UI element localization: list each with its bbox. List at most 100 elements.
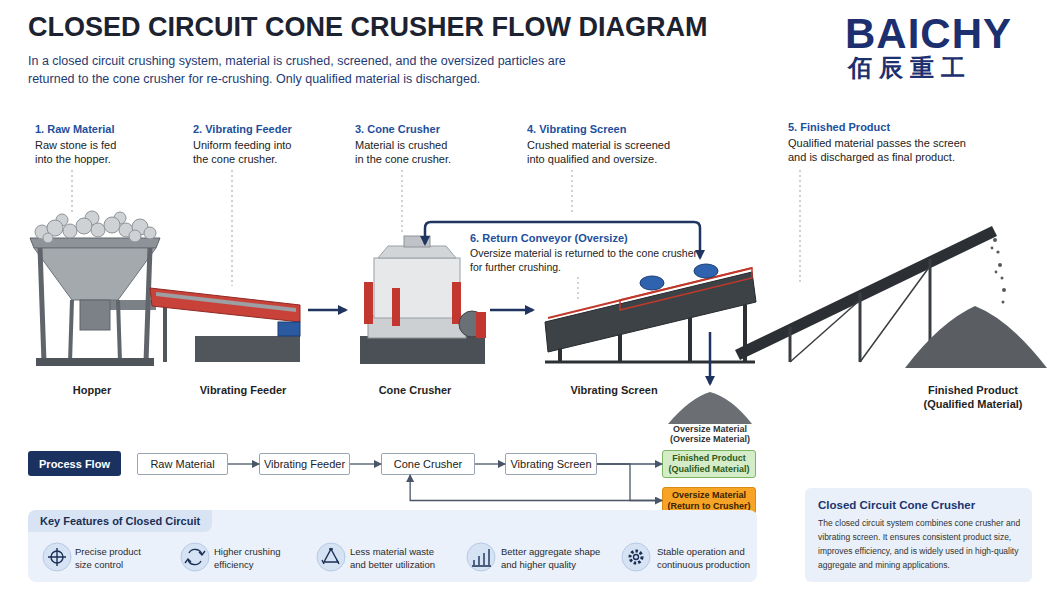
cycle-icon (185, 551, 205, 563)
conveyor-brace (790, 300, 860, 362)
finished-pile (905, 306, 1047, 368)
leader-line (232, 170, 233, 286)
flow-connector (410, 475, 662, 501)
step-description: Material is crushed in the cone crusher. (355, 138, 455, 166)
icon-circle (181, 543, 209, 571)
target-icon (51, 551, 63, 563)
process-label: Vibrating Screen (510, 458, 591, 470)
falling-particle (995, 271, 998, 274)
step-description: Oversize material is returned to the con… (470, 246, 710, 274)
screen-rail (548, 268, 752, 318)
screen-railing (620, 268, 752, 310)
step-heading: 6. Return Conveyor (Oversize) (470, 231, 720, 245)
crusher-cylinder (452, 282, 461, 324)
brand-logo: BAICHY (845, 12, 1020, 56)
feeder-frame (195, 336, 300, 362)
oversize-pile (668, 392, 752, 424)
falling-particle (1002, 301, 1005, 304)
flow-connector (475, 463, 505, 464)
feeder-trough (150, 288, 300, 322)
crusher-cylinder (364, 282, 373, 324)
flow-connector (350, 463, 381, 464)
flow-arrow (308, 309, 346, 312)
step-heading: 1. Raw Material (35, 122, 165, 136)
section-tag-text: Process Flow (39, 458, 110, 470)
rock (76, 218, 92, 234)
equipment-name: Vibrating Feeder (183, 383, 303, 397)
hopper-leg (40, 248, 44, 362)
crusher-guard (476, 312, 486, 338)
diagram-caption: In a closed circuit crushing system, mat… (28, 52, 583, 88)
crusher-lower (368, 316, 466, 338)
flow-connector (597, 464, 662, 501)
feature-text: Higher crushing efficiency (214, 545, 294, 571)
feature-text: Less material waste and better utilizati… (350, 545, 450, 571)
feeder-deck (156, 292, 296, 312)
crusher-body (374, 258, 460, 318)
info-heading: Closed Circuit Cone Crusher (818, 498, 1023, 512)
hopper-leg (70, 300, 72, 362)
feature-text: Better aggregate shape and higher qualit… (501, 545, 606, 571)
screen-base (545, 361, 755, 364)
output-box: Finished Product (Qualified Material) (662, 450, 756, 478)
conveyor-brace (860, 266, 930, 362)
icon-circle (317, 543, 345, 571)
section-tag: Process Flow (28, 451, 121, 476)
feature-text: Stable operation and continuous producti… (657, 545, 757, 571)
process-box: Cone Crusher (381, 453, 475, 475)
rock (43, 233, 53, 243)
brand-logo-cn: 佰辰重工 (848, 54, 1018, 82)
hopper-outlet (80, 300, 110, 330)
screen-motor (694, 264, 718, 278)
hopper-base (36, 358, 154, 366)
gear-icon (634, 555, 639, 560)
icon-circle (43, 543, 71, 571)
crusher-cylinder (392, 288, 400, 326)
process-label: Raw Material (150, 458, 214, 470)
hopper-leg (146, 248, 150, 362)
cycle-icon (188, 549, 202, 564)
diagram-title: CLOSED CIRCUIT CONE CRUSHER FLOW DIAGRAM (28, 11, 707, 43)
feeder-leg (163, 306, 167, 362)
rock (144, 227, 156, 239)
step-description: Raw stone is fed into the hopper. (35, 138, 135, 166)
leader-line (800, 170, 801, 282)
falling-particle (1002, 288, 1006, 292)
step-heading: 3. Cone Crusher (355, 122, 495, 136)
feeder-motor (278, 322, 300, 336)
oversize-arrow (709, 332, 712, 384)
chart-icon (472, 549, 491, 566)
output-label: Finished Product (Qualified Material) (666, 453, 752, 475)
step-heading: 5. Finished Product (788, 120, 978, 134)
hopper-leg (118, 300, 120, 362)
recycle-icon (322, 549, 339, 564)
target-icon (48, 548, 66, 566)
return-arrow (425, 222, 700, 258)
crusher-base (360, 336, 485, 364)
flow-connector (597, 463, 662, 464)
process-label: Cone Crusher (394, 458, 462, 470)
equipment-name: Cone Crusher (355, 383, 475, 397)
step-description: Crushed material is screened into qualif… (527, 138, 677, 166)
icon-circle (467, 543, 495, 571)
flow-arrow (490, 309, 533, 312)
process-box: Raw Material (137, 453, 228, 475)
leader-line (572, 170, 573, 212)
falling-particle (991, 247, 994, 250)
conveyor-support (789, 327, 792, 362)
return-label: Oversize Material (Return to Crusher) (666, 490, 752, 512)
screen-leg (618, 334, 622, 362)
crusher-pulley (459, 311, 485, 337)
gear-icon (630, 551, 642, 563)
panel-heading: Key Features of Closed Circuit (28, 510, 212, 532)
process-label: Vibrating Feeder (264, 458, 345, 470)
screen-leg (558, 348, 562, 362)
equipment-name: Vibrating Screen (554, 383, 674, 397)
leader-line (578, 277, 579, 300)
info-body: The closed circuit system combines cone … (818, 516, 1023, 572)
leader-line (72, 170, 73, 212)
recycle-icon (324, 549, 338, 562)
falling-particle (996, 250, 999, 253)
step-description: Uniform feeding into the cone crusher. (193, 138, 305, 166)
